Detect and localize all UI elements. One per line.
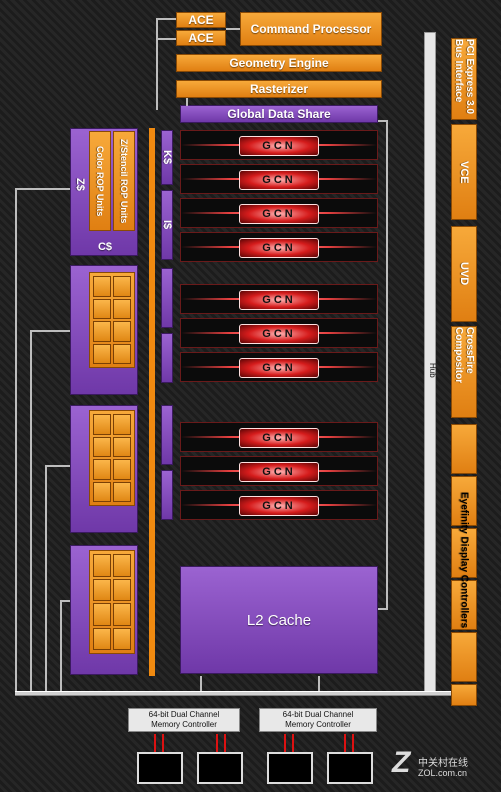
mem-arrow-4: [344, 734, 354, 752]
zol-logo-letter: Z: [392, 746, 411, 779]
uvd-block: UVD: [451, 226, 477, 322]
eyefinity-block-2: [451, 476, 477, 526]
k-cache-block: K$: [161, 130, 173, 185]
l2-cache-block: L2 Cache: [180, 566, 378, 674]
eyefinity-block-6: [451, 684, 477, 706]
hub-label: Hub: [428, 363, 437, 378]
gcn-row-2: GCN: [180, 164, 378, 194]
rop-units-3: [89, 410, 135, 506]
zol-url-text: ZOL.com.cn: [418, 768, 468, 778]
eyefinity-block-3: [451, 528, 477, 578]
gcn-unit: GCN: [239, 238, 319, 258]
left-bus-line-1: [15, 188, 17, 693]
zol-cn-text: 中关村在线: [418, 758, 468, 769]
gcn-unit: GCN: [239, 428, 319, 448]
left-bus-line-3: [45, 465, 47, 693]
z-cache-label: Z$: [74, 177, 86, 191]
mem-arrow-1: [154, 734, 164, 752]
gcn-row-8: GCN: [180, 422, 378, 452]
memory-controller-2: 64-bit Dual Channel Memory Controller: [259, 708, 377, 732]
ace-feed-line-vertical: [156, 18, 158, 110]
eyefinity-block-4: [451, 580, 477, 630]
mem-arrow-3: [284, 734, 294, 752]
gcn-hub-link-top: [378, 120, 388, 122]
color-rop-units: Color ROP Units: [89, 131, 111, 231]
gcn-row-9: GCN: [180, 456, 378, 486]
rop-block-2: [70, 265, 138, 395]
memory-controller-1-line1: 64-bit Dual Channel: [148, 710, 220, 719]
ace-feed-line-1: [156, 18, 176, 20]
gcn-unit: GCN: [239, 170, 319, 190]
memory-controller-2-line1: 64-bit Dual Channel: [282, 710, 354, 719]
gcn-unit: GCN: [239, 324, 319, 344]
k-cache-block-3: [161, 405, 173, 465]
ace-feed-line-2: [156, 38, 176, 40]
global-data-share-block: Global Data Share: [180, 105, 378, 123]
zol-watermark: Z 中关村在线 ZOL.com.cn: [392, 746, 498, 786]
dram-chip-4: [327, 752, 373, 784]
geometry-engine-block: Geometry Engine: [176, 54, 382, 72]
gcn-hub-line: [386, 120, 388, 610]
left-bus-link-2: [30, 330, 70, 332]
dram-chip-1: [137, 752, 183, 784]
hub-bar: Hub: [424, 32, 437, 692]
gcn-unit: GCN: [239, 358, 319, 378]
memory-controller-1-line2: Memory Controller: [151, 720, 217, 729]
rop-units-2: [89, 272, 135, 368]
rop-units-4: [89, 550, 135, 654]
command-processor-block: Command Processor: [240, 12, 382, 46]
orange-bus-vertical: [149, 128, 155, 676]
k-cache-block-2: [161, 268, 173, 328]
i-cache-block-2: [161, 333, 173, 383]
gcn-hub-link-bottom: [378, 608, 388, 610]
gcn-row-7: GCN: [180, 352, 378, 382]
bus-link-mem2: [318, 676, 320, 691]
rop-block-4: [70, 545, 138, 675]
bottom-bus: [15, 691, 451, 696]
memory-controller-1: 64-bit Dual Channel Memory Controller: [128, 708, 240, 732]
gcn-row-10: GCN: [180, 490, 378, 520]
gcn-unit: GCN: [239, 136, 319, 156]
gcn-row-5: GCN: [180, 284, 378, 314]
left-bus-link-3: [45, 465, 70, 467]
i-cache-block: I$: [161, 190, 173, 260]
eyefinity-block-5: [451, 632, 477, 682]
dram-chip-3: [267, 752, 313, 784]
dram-chip-2: [197, 752, 243, 784]
gcn-unit: GCN: [239, 204, 319, 224]
memory-controller-2-line2: Memory Controller: [285, 720, 351, 729]
bus-link-mem1: [200, 676, 202, 691]
vce-block: VCE: [451, 124, 477, 220]
c-cache-label: C$: [97, 241, 113, 253]
ace-block-1: ACE: [176, 12, 226, 28]
gcn-row-4: GCN: [180, 232, 378, 262]
left-bus-line-4: [60, 600, 62, 693]
left-bus-link-4: [60, 600, 70, 602]
gcn-unit: GCN: [239, 496, 319, 516]
gcn-unit: GCN: [239, 290, 319, 310]
rop-block-3: [70, 405, 138, 533]
gcn-row-6: GCN: [180, 318, 378, 348]
gcn-row-3: GCN: [180, 198, 378, 228]
crossfire-compositor: CrossFire Compositor: [451, 326, 477, 418]
rop-block-1: Z$ Color ROP Units Z/Stencil ROP Units C…: [70, 128, 138, 256]
i-cache-block-3: [161, 470, 173, 520]
gcn-row-1: GCN: [180, 130, 378, 160]
pcie-bus-interface: PCI Express 3.0 Bus Interface: [451, 38, 477, 120]
eyefinity-block-1: [451, 424, 477, 474]
eyefinity-label: Eyefinity Display Controllers: [458, 491, 470, 629]
z-stencil-rop-units: Z/Stencil ROP Units: [113, 131, 135, 231]
left-bus-link-1: [15, 188, 70, 190]
raster-to-gcn-line: [186, 98, 188, 106]
left-bus-line-2: [30, 330, 32, 693]
rasterizer-block: Rasterizer: [176, 80, 382, 98]
ace-block-2: ACE: [176, 30, 226, 46]
gcn-unit: GCN: [239, 462, 319, 482]
ace-to-cp-line: [226, 28, 240, 30]
mem-arrow-2: [216, 734, 226, 752]
